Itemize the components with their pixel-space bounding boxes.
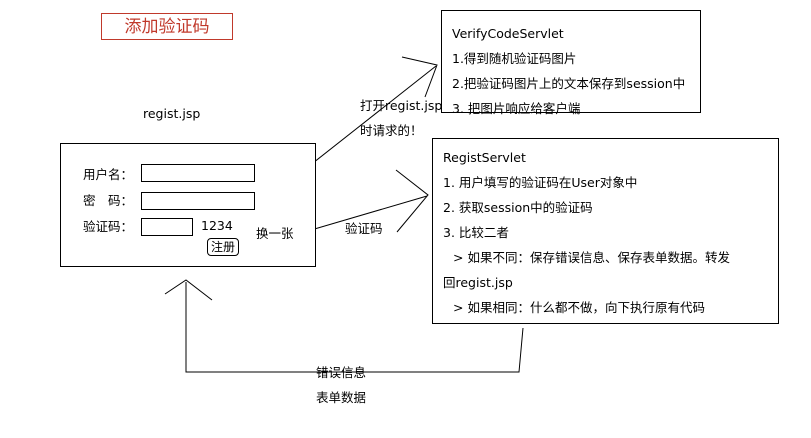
arrowhead-verify — [401, 56, 438, 98]
jsp-label: regist.jsp — [143, 106, 201, 121]
verify-step: 2.把验证码图片上的文本保存到session中 — [452, 76, 686, 91]
arrowhead-regist — [395, 169, 429, 233]
captcha-image: 1234 — [201, 218, 233, 233]
regist-form: 用户名： 密 码： 验证码： 1234 换一张 注册 — [60, 143, 316, 267]
regist-step: 1. 用户填写的验证码在User对象中 — [443, 175, 638, 190]
captcha-arrow-note: 验证码 — [345, 221, 383, 236]
regist-step: > 如果相同：什么都不做，向下执行原有代码 — [453, 300, 705, 315]
arrowhead-jsp — [164, 279, 213, 301]
error-info-note: 错误信息 — [316, 365, 367, 380]
refresh-captcha-link[interactable]: 换一张 — [256, 226, 294, 241]
regist-servlet-box: RegistServlet 1. 用户填写的验证码在User对象中 2. 获取s… — [432, 138, 779, 324]
password-label: 密 码： — [83, 193, 134, 208]
verify-servlet-name: VerifyCodeServlet — [452, 26, 564, 41]
open-request-note-2: 时请求的！ — [360, 123, 423, 138]
captcha-input[interactable] — [141, 218, 193, 236]
open-request-note-1: 打开regist.jsp — [360, 98, 443, 113]
line-regist-back-to-jsp — [185, 282, 524, 373]
regist-step: 2. 获取session中的验证码 — [443, 200, 593, 215]
username-input[interactable] — [141, 164, 255, 182]
password-input[interactable] — [141, 192, 255, 210]
submit-button[interactable]: 注册 — [207, 238, 240, 256]
regist-servlet-name: RegistServlet — [443, 150, 526, 165]
username-label: 用户名： — [83, 167, 134, 182]
regist-step: > 如果不同：保存错误信息、保存表单数据。转发 — [453, 250, 730, 265]
verify-step: 3. 把图片响应给客户端 — [452, 101, 581, 116]
captcha-label: 验证码： — [83, 219, 134, 234]
page-title: 添加验证码 — [101, 13, 233, 40]
form-data-note: 表单数据 — [316, 390, 367, 405]
verify-code-servlet-box: VerifyCodeServlet 1.得到随机验证码图片 2.把验证码图片上的… — [441, 10, 701, 116]
verify-step: 1.得到随机验证码图片 — [452, 51, 577, 66]
regist-step: 回regist.jsp — [443, 275, 513, 290]
regist-step: 3. 比较二者 — [443, 225, 509, 240]
